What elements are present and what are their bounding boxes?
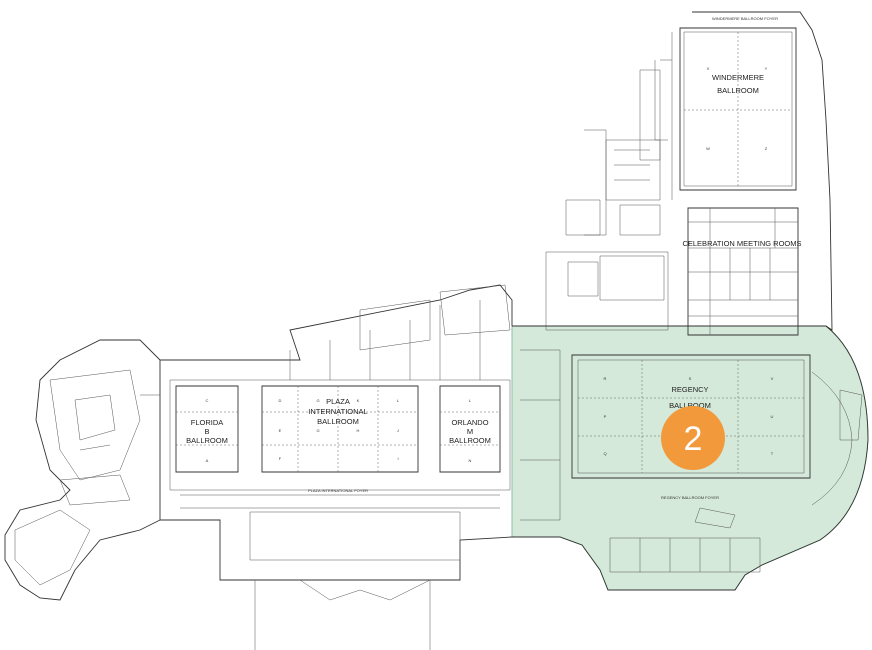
florida-section-c: C (206, 398, 209, 403)
regency-section-v: V (771, 376, 774, 381)
plaza-section-g2: G (316, 428, 319, 433)
florida-ballroom-label-line2: B (204, 427, 209, 436)
regency-section-q: Q (603, 451, 606, 456)
plaza-section-f: F (279, 456, 282, 461)
orlando-section-n: N (469, 458, 472, 463)
florida-section-a: A (206, 458, 209, 463)
central-wing-outline (159, 284, 513, 650)
plaza-section-k: K (357, 398, 360, 403)
plaza-ballroom-label-line3: BALLROOM (317, 417, 359, 426)
florida-ballroom-label-line1: FLORIDA (191, 418, 224, 427)
regency-ballroom-label-line1: REGENCY (671, 385, 708, 394)
orlando-ballroom-label-line1: ORLANDO (451, 418, 488, 427)
orlando-section-l: L (469, 398, 472, 403)
regency-foyer-label: REGENCY BALLROOM FOYER (661, 495, 719, 500)
regency-ballroom-label-line2: BALLROOM (669, 401, 711, 410)
plaza-section-i: I (397, 456, 398, 461)
plaza-section-l: L (397, 398, 400, 403)
location-number-marker[interactable]: 2 (661, 406, 725, 470)
plaza-section-d: D (279, 398, 282, 403)
plaza-ballroom-label-line1: PLAZA (326, 397, 350, 406)
regency-section-r: R (604, 376, 607, 381)
plaza-section-g: G (316, 398, 319, 403)
windermere-section-w: W (706, 146, 710, 151)
windermere-section-x: X (707, 66, 710, 71)
plaza-section-h: H (357, 428, 360, 433)
plaza-foyer-label: PLAZA INTERNATIONAL FOYER (308, 488, 368, 493)
plaza-ballroom-label-line2: INTERNATIONAL (308, 407, 367, 416)
windermere-section-y: Y (765, 66, 768, 71)
regency-section-t: T (771, 451, 774, 456)
west-wing-outline (4, 339, 161, 601)
marker-circle-icon (661, 406, 725, 470)
windermere-section-z: Z (765, 146, 768, 151)
north-wing-outline (545, 11, 833, 336)
orlando-ballroom-label-line2: M (467, 427, 473, 436)
orlando-ballroom-label-line3: BALLROOM (449, 436, 491, 445)
regency-section-u: U (771, 414, 774, 419)
regency-section-s: S (689, 376, 692, 381)
plaza-section-e: E (279, 428, 282, 433)
marker-number: 2 (684, 420, 703, 458)
plaza-section-j: J (397, 428, 399, 433)
celebration-meeting-rooms-label: CELEBRATION MEETING ROOMS (682, 239, 801, 248)
windermere-ballroom-label-line2: BALLROOM (717, 86, 759, 95)
regency-wing-outline (512, 325, 869, 591)
regency-section-p: P (604, 414, 607, 419)
florida-ballroom-label-line3: BALLROOM (186, 436, 228, 445)
windermere-ballroom-label-line1: WINDERMERE (712, 73, 764, 82)
windermere-foyer-label: WINDERMERE BALLROOM FOYER (712, 16, 778, 21)
